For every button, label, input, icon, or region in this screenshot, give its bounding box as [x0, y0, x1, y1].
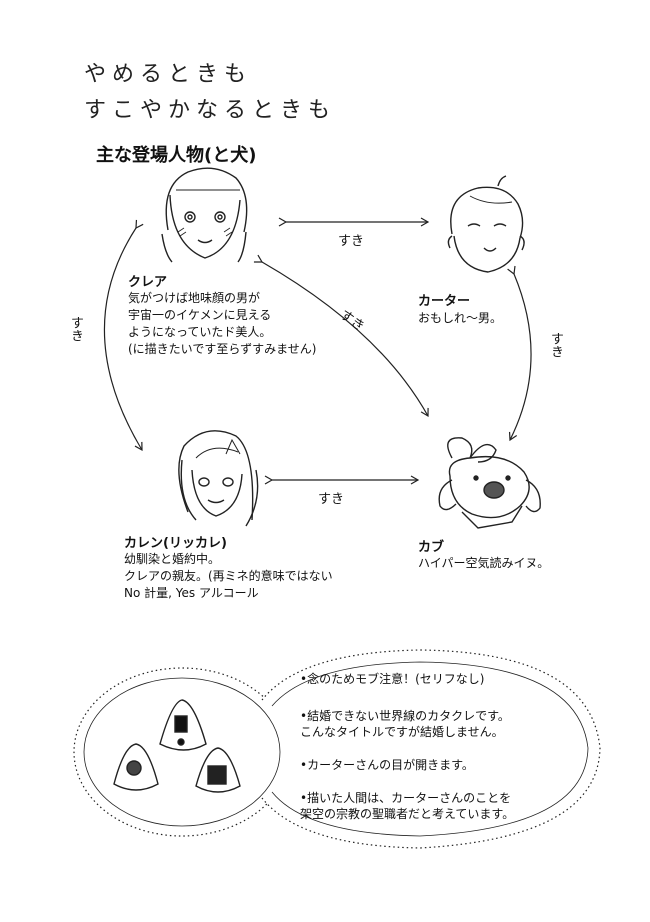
relation-label: すき	[548, 332, 563, 358]
onigiri-icon	[195, 747, 241, 793]
claire-name: クレア	[128, 275, 168, 290]
arrow-carter-kabu	[507, 265, 532, 442]
title-line-2: すこやかなるときも	[84, 98, 337, 123]
carter-portrait	[447, 175, 525, 273]
arrow-claire-karen	[103, 219, 144, 452]
relation-label: すき	[338, 234, 365, 249]
kabu-portrait	[438, 437, 541, 529]
claire-desc-1: 気がつけば地味顔の男が	[128, 291, 261, 305]
claire-desc-3: ようになっていたド美人。	[128, 325, 272, 339]
claire-desc-2: 宇宙一のイケメンに見える	[128, 308, 272, 322]
title-line-1: やめるときも	[84, 62, 253, 87]
note-line: こんなタイトルですが結婚しません。	[300, 725, 504, 739]
kabu-desc-1: ハイパー空気読みイヌ。	[418, 556, 550, 570]
karen-desc-1: 幼馴染と婚約中。	[124, 552, 221, 566]
section-heading: 主な登場人物(と犬)	[96, 145, 257, 166]
relation-label: すき	[68, 316, 83, 342]
relation-label: すき	[318, 492, 345, 507]
note-line: 架空の宗教の聖職者だと考えています。	[300, 807, 515, 821]
note-line: •描いた人間は、カーターさんのことを	[300, 791, 512, 805]
note-line: •カーターさんの目が開きます。	[300, 758, 474, 772]
carter-name: カーター	[418, 294, 471, 309]
karen-desc-2: クレアの親友。(再ミネ的意味ではない	[124, 569, 333, 583]
note-bubble	[73, 649, 601, 849]
onigiri-icon	[113, 743, 159, 791]
note-line: •念のためモブ注意！(セリフなし)	[300, 672, 485, 686]
arrow-diagonal	[253, 254, 429, 418]
karen-portrait	[178, 430, 259, 527]
kabu-name: カブ	[418, 540, 445, 555]
karen-desc-3: No 計量, Yes アルコール	[124, 586, 259, 600]
note-line: •結婚できない世界線のカタクレです。	[300, 709, 510, 723]
karen-name: カレン(リッカレ)	[124, 536, 227, 551]
carter-desc-1: おもしれ〜男。	[418, 311, 503, 325]
claire-desc-4: (に描きたいです至らずすみません)	[128, 342, 317, 356]
claire-portrait	[161, 167, 248, 263]
onigiri-icon	[159, 699, 207, 751]
